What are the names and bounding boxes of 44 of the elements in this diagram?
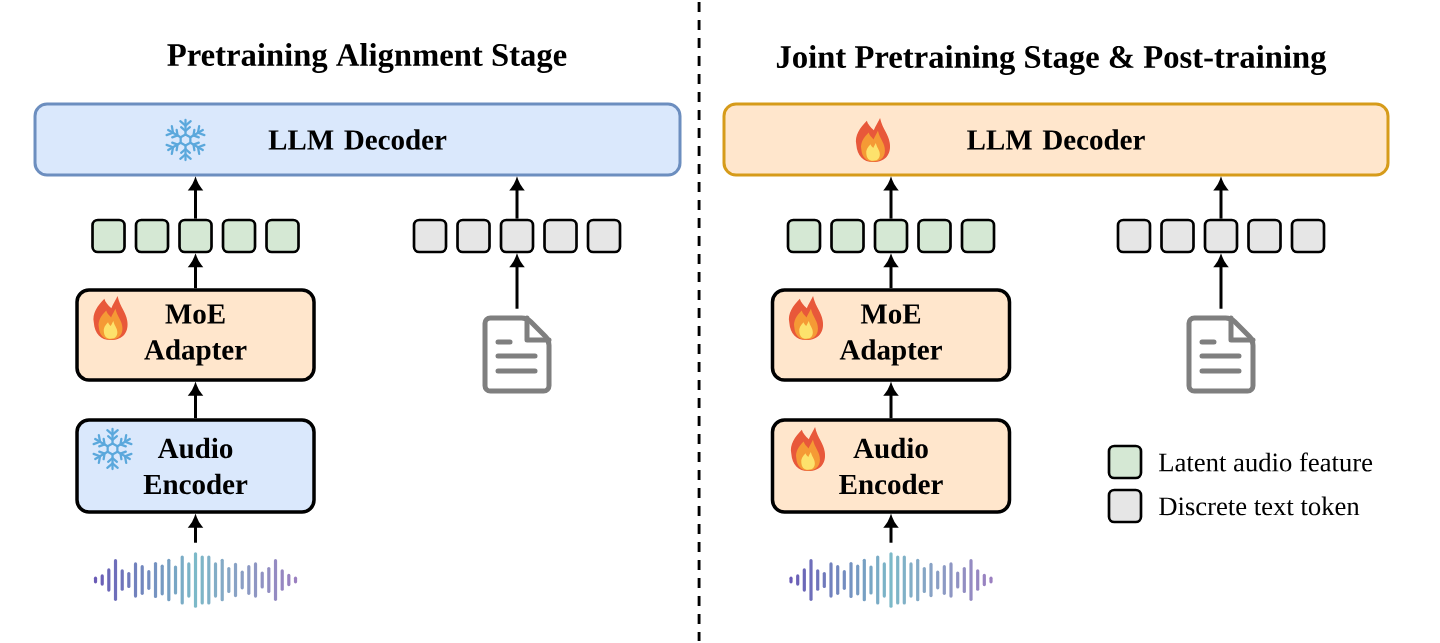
token-box [1203,218,1239,254]
token-box [221,218,257,254]
token-box [1160,218,1195,254]
arrow [1214,255,1228,309]
module-box: LLM Decoder [33,102,682,177]
token-box [873,218,909,254]
panel-title: Pretraining Alignment Stage [167,43,567,73]
module-box: LLM Decoder [722,102,1390,177]
token-box [586,218,622,254]
token-box [1290,218,1326,254]
document-icon [482,315,552,394]
legend-label: Discrete text token [1159,496,1360,516]
token-box [960,218,996,254]
arrow [510,255,524,309]
token-box [134,218,170,254]
token-box [178,218,213,254]
token-box [830,218,865,254]
token-box [499,218,535,254]
arrow [884,384,898,419]
document-icon [1186,315,1256,394]
module-box: Audio Encoder [770,418,1012,514]
module-box: Audio Encoder [75,418,316,514]
arrow [1214,179,1228,219]
arrow [510,179,524,219]
legend-label: Latent audio feature [1159,452,1373,472]
arrow [189,255,202,289]
token-box [1116,218,1152,254]
token-box [91,218,126,254]
token-box [543,218,578,254]
token-box [917,218,952,254]
module-box: MoE Adapter [75,288,316,382]
waveform [789,552,993,608]
token-box [456,218,491,254]
arrow [884,516,898,543]
token-box [265,218,300,254]
arrow [884,179,898,219]
token-box [786,218,822,254]
arrow [884,255,898,289]
token-box [412,218,448,254]
module-box: MoE Adapter [770,288,1012,382]
arrow [189,384,202,419]
arrow [189,516,202,543]
token-box [1247,218,1282,254]
waveform [93,552,298,608]
